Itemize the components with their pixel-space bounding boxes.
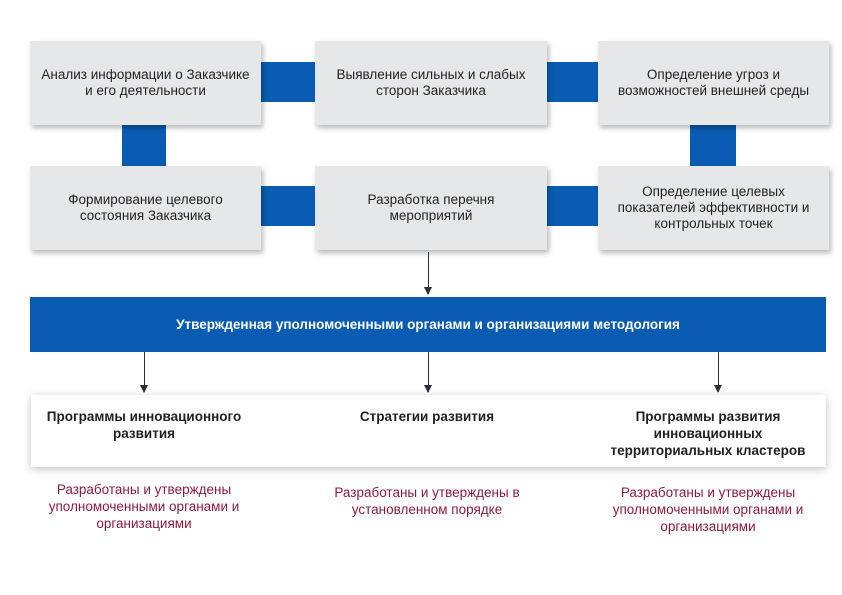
- arrow-to-program-2: [424, 352, 432, 393]
- methodology-label: Утвержденная уполномоченными органами и …: [176, 317, 680, 332]
- program-innovation-title: Программы инновационного развития: [46, 409, 242, 441]
- step-label: Определение угроз и возможностей внешней…: [617, 67, 810, 98]
- arrow-to-methodology: [424, 252, 432, 295]
- connector-5-6: [544, 186, 602, 226]
- program-clusters-note: Разработаны и утверждены уполномоченными…: [612, 485, 804, 534]
- step-analysis: Анализ информации о Заказчике и его деят…: [30, 41, 261, 125]
- step-label: Определение целевых показателей эффектив…: [617, 184, 810, 231]
- programs-panel: [31, 395, 826, 467]
- step-label: Анализ информации о Заказчике и его деят…: [41, 67, 250, 98]
- arrow-to-program-3: [714, 352, 722, 393]
- program-clusters-title: Программы развития инновационных террито…: [610, 409, 806, 458]
- connector-3-6: [690, 122, 736, 170]
- program-innovation-note: Разработаны и утверждены уполномоченными…: [48, 482, 240, 531]
- program-strategy-title: Стратегии развития: [359, 409, 495, 424]
- connector-1-2: [258, 62, 318, 102]
- step-activities-list: Разработка перечня мероприятий: [315, 166, 547, 250]
- connector-2-3: [544, 62, 602, 102]
- step-kpi-checkpoints: Определение целевых показателей эффектив…: [598, 166, 829, 250]
- step-label: Выявление сильных и слабых сторон Заказч…: [336, 67, 526, 98]
- connector-4-5: [258, 186, 318, 226]
- connector-1-4: [122, 122, 166, 170]
- arrow-to-program-1: [140, 352, 148, 393]
- step-label: Формирование целевого состояния Заказчик…: [68, 192, 223, 223]
- methodology-banner: Утвержденная уполномоченными органами и …: [30, 297, 826, 352]
- step-threats-opportunities: Определение угроз и возможностей внешней…: [598, 41, 829, 125]
- program-strategy-note: Разработаны и утверждены в установленном…: [334, 485, 520, 517]
- step-target-state: Формирование целевого состояния Заказчик…: [30, 166, 261, 250]
- step-strengths-weaknesses: Выявление сильных и слабых сторон Заказч…: [315, 41, 547, 125]
- step-label: Разработка перечня мероприятий: [367, 192, 495, 223]
